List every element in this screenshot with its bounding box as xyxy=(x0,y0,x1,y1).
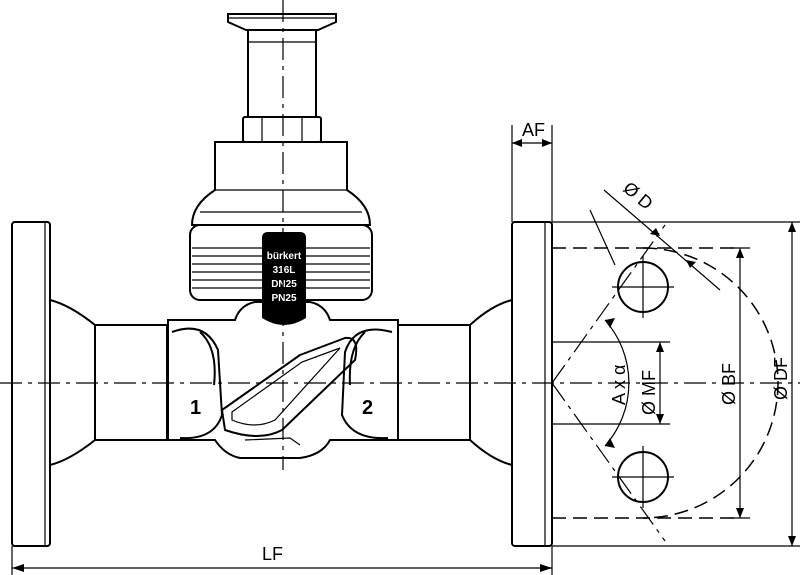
dimension-df: Ø DF xyxy=(552,221,800,547)
dimension-lf: LF xyxy=(11,544,553,575)
tag-material: 316L xyxy=(273,265,296,276)
flange-face-view xyxy=(551,224,779,542)
outlet-port-label: 2 xyxy=(362,397,373,419)
label-df: Ø DF xyxy=(771,357,791,400)
right-flange xyxy=(469,221,553,547)
name-plate: bürkert 316L DN25 PN25 xyxy=(262,232,306,325)
label-af: AF xyxy=(522,120,545,140)
label-bf: Ø BF xyxy=(719,363,739,405)
dimension-mf: Ø MF xyxy=(552,341,670,425)
label-mf: Ø MF xyxy=(639,370,659,415)
tag-nominal-size: DN25 xyxy=(271,279,297,290)
bolt-circle xyxy=(642,247,779,519)
label-lf: LF xyxy=(262,544,283,564)
dimension-bf: Ø BF xyxy=(719,247,750,519)
tag-pressure: PN25 xyxy=(271,293,296,304)
dimension-d: Ø D xyxy=(589,178,721,291)
left-flange xyxy=(11,221,96,547)
actuator-housing xyxy=(189,13,373,301)
centre-lines xyxy=(0,0,800,470)
label-angle: A x α xyxy=(609,365,629,405)
tag-brand: bürkert xyxy=(267,251,302,262)
dimension-af: AF xyxy=(511,120,553,222)
inlet-port-label: 1 xyxy=(190,397,201,419)
